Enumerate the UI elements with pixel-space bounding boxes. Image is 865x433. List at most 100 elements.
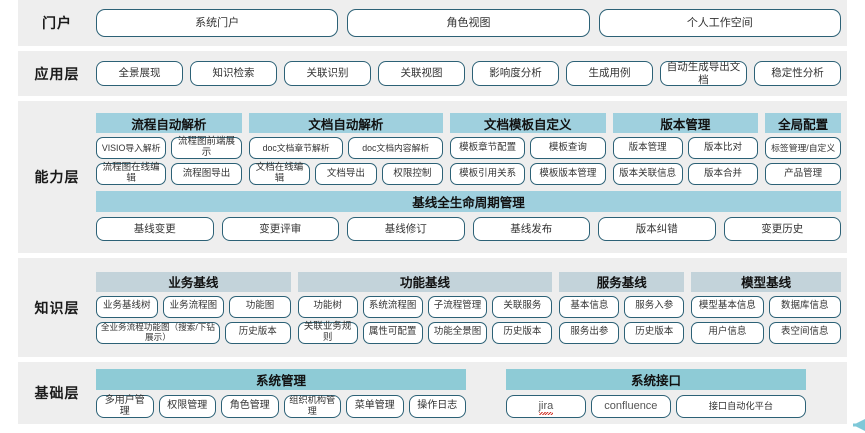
baseline-lifecycle-item-4[interactable]: 版本纠错 bbox=[598, 217, 716, 241]
capability-item-1-1-1[interactable]: 文档导出 bbox=[315, 163, 377, 185]
knowledge-group-2-row-0: 基本信息服务入参 bbox=[559, 295, 685, 318]
capability-item-3-1-0[interactable]: 版本关联信息 bbox=[612, 163, 683, 185]
foundation-item-0-2[interactable]: 角色管理 bbox=[221, 394, 279, 418]
capability-item-4-1-0[interactable]: 产品管理 bbox=[765, 163, 842, 185]
knowledge-group-head-2: 服务基线 bbox=[559, 271, 685, 292]
foundation-item-0-5[interactable]: 操作日志 bbox=[408, 394, 466, 418]
application-item-1[interactable]: 知识检索 bbox=[190, 61, 277, 86]
knowledge-item-1-1-2[interactable]: 功能全景图 bbox=[427, 321, 488, 344]
foundation-item-1-1[interactable]: confluence bbox=[590, 394, 671, 418]
layer-label-foundation: 基础层 bbox=[34, 385, 80, 401]
knowledge-item-1-0-1[interactable]: 系统流程图 bbox=[362, 295, 423, 318]
knowledge-item-0-0-1[interactable]: 业务流程图 bbox=[162, 295, 225, 318]
capability-group-head-0: 流程自动解析 bbox=[96, 113, 242, 133]
baseline-lifecycle-item-1[interactable]: 变更评审 bbox=[221, 217, 339, 241]
capability-item-0-0-1[interactable]: 流程图前端展示 bbox=[171, 136, 242, 159]
capability-group-3: 版本管理版本管理版本比对版本关联信息版本合并 bbox=[612, 113, 759, 185]
capability-item-0-0-0[interactable]: VISIO导入解析 bbox=[96, 137, 167, 159]
knowledge-item-3-0-1[interactable]: 数据库信息 bbox=[768, 295, 842, 318]
knowledge-group-3-row-0: 模型基本信息数据库信息 bbox=[691, 295, 842, 318]
corner-accent-arrow bbox=[853, 419, 865, 431]
capability-item-2-0-0[interactable]: 模板章节配置 bbox=[450, 137, 526, 159]
foundation-item-0-3[interactable]: 组织机构管理 bbox=[283, 394, 341, 418]
knowledge-item-1-0-3[interactable]: 关联服务 bbox=[492, 295, 553, 318]
capability-item-1-0-0[interactable]: doc文档章节解析 bbox=[248, 137, 344, 159]
capability-item-4-0-0[interactable]: 标签管理/自定义 bbox=[765, 137, 842, 159]
knowledge-item-2-1-0[interactable]: 服务出参 bbox=[559, 321, 620, 344]
knowledge-item-1-1-0[interactable]: 关联业务规则 bbox=[297, 321, 358, 344]
layer-band-knowledge: 知识层业务基线业务基线树业务流程图功能图全业务流程功能图（搜索/下钻展示）历史版… bbox=[18, 258, 847, 357]
capability-group-2-row-1: 模板引用关系模板版本管理 bbox=[450, 163, 606, 185]
capability-group-4: 全局配置标签管理/自定义产品管理 bbox=[765, 113, 842, 185]
knowledge-group-3: 模型基线模型基本信息数据库信息用户信息表空间信息 bbox=[691, 271, 842, 344]
spellcheck-squiggle-icon bbox=[538, 412, 554, 416]
baseline-lifecycle-item-5[interactable]: 变更历史 bbox=[723, 217, 841, 241]
knowledge-item-1-0-2[interactable]: 子流程管理 bbox=[427, 295, 488, 318]
application-item-4[interactable]: 影响度分析 bbox=[472, 61, 559, 86]
capability-item-0-1-1[interactable]: 流程图导出 bbox=[171, 163, 242, 185]
foundation-item-1-2[interactable]: 接口自动化平台 bbox=[675, 394, 806, 418]
layer-body-portal: 系统门户角色视图个人工作空间 bbox=[96, 0, 847, 46]
knowledge-item-3-1-1[interactable]: 表空间信息 bbox=[768, 321, 842, 344]
confluence-label: confluence bbox=[604, 399, 658, 412]
capability-item-3-1-1[interactable]: 版本合并 bbox=[687, 163, 759, 185]
baseline-lifecycle-item-2[interactable]: 基线修订 bbox=[347, 217, 465, 241]
capability-item-2-1-0[interactable]: 模板引用关系 bbox=[450, 163, 526, 185]
knowledge-group-1: 功能基线功能树系统流程图子流程管理关联服务关联业务规则属性可配置功能全景图历史版… bbox=[297, 271, 553, 344]
capability-item-3-0-1[interactable]: 版本比对 bbox=[687, 137, 759, 159]
capability-group-2-row-0: 模板章节配置模板查询 bbox=[450, 137, 606, 159]
capability-item-1-0-1[interactable]: doc文档内容解析 bbox=[348, 137, 444, 159]
knowledge-group-head-0: 业务基线 bbox=[96, 271, 291, 292]
foundation-item-0-1[interactable]: 权限管理 bbox=[158, 394, 216, 418]
knowledge-item-2-1-1[interactable]: 历史版本 bbox=[624, 321, 685, 344]
knowledge-item-1-1-1[interactable]: 属性可配置 bbox=[362, 321, 423, 344]
foundation-item-1-0[interactable]: jira bbox=[506, 394, 586, 418]
application-item-3[interactable]: 关联视图 bbox=[378, 61, 465, 86]
knowledge-group-2: 服务基线基本信息服务入参服务出参历史版本 bbox=[559, 271, 685, 344]
knowledge-item-3-0-0[interactable]: 模型基本信息 bbox=[691, 295, 764, 318]
application-row: 全景展现知识检索关联识别关联视图影响度分析生成用例自动生成导出文档稳定性分析 bbox=[96, 61, 841, 86]
knowledge-group-0-row-0: 业务基线树业务流程图功能图 bbox=[96, 295, 291, 318]
application-item-5[interactable]: 生成用例 bbox=[566, 61, 653, 86]
knowledge-group-1-row-1: 关联业务规则属性可配置功能全景图历史版本 bbox=[297, 321, 553, 344]
capability-group-head-2: 文档模板自定义 bbox=[450, 113, 606, 133]
foundation-row-1: jira confluence 接口自动化平台 bbox=[506, 394, 806, 418]
knowledge-item-1-1-3[interactable]: 历史版本 bbox=[492, 321, 553, 344]
knowledge-item-2-0-0[interactable]: 基本信息 bbox=[559, 295, 620, 318]
capability-item-2-0-1[interactable]: 模板查询 bbox=[530, 137, 606, 159]
knowledge-item-1-0-0[interactable]: 功能树 bbox=[297, 295, 358, 318]
knowledge-item-2-0-1[interactable]: 服务入参 bbox=[624, 295, 685, 318]
knowledge-group-1-row-0: 功能树系统流程图子流程管理关联服务 bbox=[297, 295, 553, 318]
portal-item-2[interactable]: 个人工作空间 bbox=[598, 9, 841, 37]
portal-item-1[interactable]: 角色视图 bbox=[347, 9, 590, 37]
baseline-lifecycle-item-0[interactable]: 基线变更 bbox=[96, 217, 214, 241]
capability-group-0-row-1: 流程图在线编辑流程图导出 bbox=[96, 162, 242, 185]
application-item-2[interactable]: 关联识别 bbox=[284, 61, 371, 86]
capability-group-2: 文档模板自定义模板章节配置模板查询模板引用关系模板版本管理 bbox=[450, 113, 606, 185]
capability-group-0-row-0: VISIO导入解析流程图前端展示 bbox=[96, 136, 242, 159]
capability-item-0-1-0[interactable]: 流程图在线编辑 bbox=[96, 162, 167, 185]
foundation-column-0: 系统管理多用户管理权限管理角色管理组织机构管理菜单管理操作日志 bbox=[96, 368, 466, 418]
application-item-0[interactable]: 全景展现 bbox=[96, 61, 183, 86]
knowledge-item-0-0-0[interactable]: 业务基线树 bbox=[96, 295, 158, 318]
capability-item-1-1-0[interactable]: 文档在线编辑 bbox=[248, 162, 311, 185]
capability-item-3-0-0[interactable]: 版本管理 bbox=[612, 137, 683, 159]
application-item-7[interactable]: 稳定性分析 bbox=[754, 61, 841, 86]
capability-group-head-1: 文档自动解析 bbox=[248, 113, 444, 133]
capability-item-1-1-2[interactable]: 权限控制 bbox=[381, 163, 444, 185]
layer-label-portal: 门户 bbox=[42, 15, 72, 31]
knowledge-item-0-0-2[interactable]: 功能图 bbox=[229, 295, 291, 318]
foundation-item-0-0[interactable]: 多用户管理 bbox=[96, 394, 154, 418]
knowledge-group-2-row-1: 服务出参历史版本 bbox=[559, 321, 685, 344]
foundation-item-0-4[interactable]: 菜单管理 bbox=[346, 394, 404, 418]
knowledge-item-0-1-1[interactable]: 历史版本 bbox=[224, 321, 291, 344]
knowledge-item-3-1-0[interactable]: 用户信息 bbox=[691, 321, 764, 344]
baseline-lifecycle-item-3[interactable]: 基线发布 bbox=[472, 217, 590, 241]
application-item-6[interactable]: 自动生成导出文档 bbox=[660, 61, 747, 86]
portal-item-0[interactable]: 系统门户 bbox=[96, 9, 339, 37]
knowledge-item-0-1-0[interactable]: 全业务流程功能图（搜索/下钻展示） bbox=[96, 321, 220, 344]
capability-item-2-1-1[interactable]: 模板版本管理 bbox=[530, 163, 606, 185]
